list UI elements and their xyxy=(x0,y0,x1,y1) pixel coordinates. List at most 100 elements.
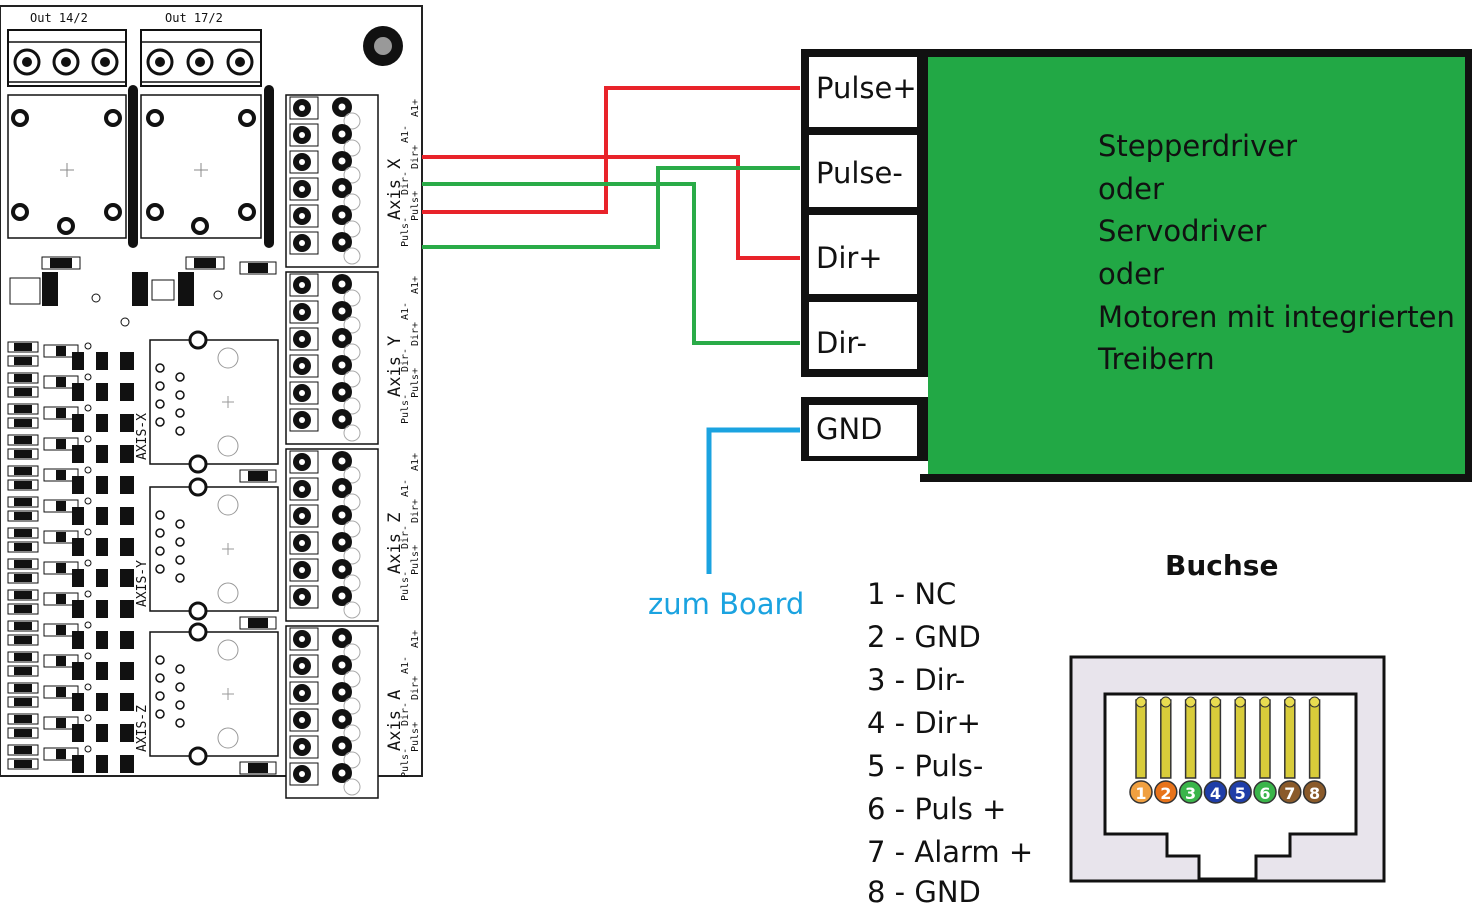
driver-description-line: Stepperdriver xyxy=(1098,129,1297,163)
socket-pin-number: 1 xyxy=(1135,784,1146,803)
terminal-dir-plus xyxy=(809,215,917,294)
terminal-label: Pulse+ xyxy=(816,71,917,105)
socket-pin-number: 4 xyxy=(1210,784,1221,803)
terminal-label: Dir- xyxy=(816,326,867,360)
driver-description-line: Treibern xyxy=(1097,342,1215,376)
pin-label: Dir- xyxy=(400,348,411,372)
wire-dir-plus xyxy=(422,155,800,260)
socket-pin: 8 xyxy=(1302,696,1327,804)
pin-label: A1+ xyxy=(410,630,421,648)
board-sockets: AXIS-X AXIS-Y AXIS-Z xyxy=(135,330,279,775)
socket-pin-number: 2 xyxy=(1160,784,1171,803)
relay-2 xyxy=(140,94,262,239)
pin-label: Dir- xyxy=(400,702,411,726)
socket-pin-number: 7 xyxy=(1284,784,1295,803)
pin-label: Puls- xyxy=(400,748,411,778)
socket-pin: 2 xyxy=(1154,696,1178,804)
socket-pin-number: 3 xyxy=(1185,784,1196,803)
terminal-gap xyxy=(801,461,928,482)
axis-label: Axis X xyxy=(385,158,405,220)
driver-description-line: oder xyxy=(1098,172,1164,206)
socket-pin-number: 8 xyxy=(1309,784,1320,803)
pin-label: A1+ xyxy=(410,453,421,471)
relay-separator xyxy=(128,85,138,248)
relay-1 xyxy=(7,94,127,239)
connector-label: Out 14/2 xyxy=(30,11,88,25)
pin-label: A1- xyxy=(400,125,411,143)
pin-label: Dir- xyxy=(400,525,411,549)
pin-label: Puls+ xyxy=(410,545,421,575)
stepper-driver: Pulse+ Pulse- Dir+ Dir- GND Stepperdrive… xyxy=(801,49,1472,482)
axis-label: Axis A xyxy=(385,690,405,751)
socket-label: AXIS-Y xyxy=(135,560,150,607)
pin-label: Puls- xyxy=(400,394,411,424)
pin-label: A1- xyxy=(400,302,411,320)
pin-label: Dir+ xyxy=(410,322,421,346)
wire-pulse-minus xyxy=(422,166,800,249)
pin-label: A1+ xyxy=(410,276,421,294)
pin-label: Dir+ xyxy=(410,499,421,523)
connector-out-14-2: Out 14/2 xyxy=(7,11,127,87)
pinout-item: 3 - Dir- xyxy=(867,663,965,697)
socket-pin: 4 xyxy=(1203,696,1228,804)
terminal-gap xyxy=(801,377,928,397)
pinout-item: 4 - Dir+ xyxy=(867,706,981,740)
wire-dir-minus xyxy=(422,182,800,345)
axis-label: Axis Z xyxy=(385,513,405,574)
socket-pin: 6 xyxy=(1253,696,1277,804)
axis-terminal-blocks: Axis XA1+A1-Dir+Dir-Puls+Puls-Axis YA1+A… xyxy=(285,94,421,799)
pin-label: Puls+ xyxy=(410,722,421,752)
terminal-pulse-plus xyxy=(809,57,917,127)
pin-label: A1- xyxy=(400,656,411,674)
socket-pin: 1 xyxy=(1129,696,1153,804)
pin-label: Puls+ xyxy=(410,368,421,398)
pin-label: Puls- xyxy=(400,571,411,601)
terminal-block: Axis Y A1+ A1- Dir+ Dir-Puls+Puls- xyxy=(285,271,421,445)
pinout-item: 7 - Alarm + xyxy=(867,835,1033,869)
socket-pin: 5 xyxy=(1228,696,1252,804)
terminal-dir-minus xyxy=(809,302,917,369)
pin-label: Dir+ xyxy=(410,676,421,700)
axis-label: Axis Y xyxy=(385,336,405,397)
driver-body xyxy=(928,57,1465,474)
socket-pin: 7 xyxy=(1278,696,1302,804)
connector-out-17-2: Out 17/2 xyxy=(140,11,262,87)
pin-label: Dir- xyxy=(400,171,411,195)
terminal-gnd xyxy=(809,405,917,456)
smd-components xyxy=(9,256,277,327)
driver-description-line: Motoren mit integrierten xyxy=(1098,300,1455,334)
terminal-pulse-minus xyxy=(809,135,917,207)
pinout-item: 8 - GND xyxy=(867,875,981,905)
socket-label: AXIS-Z xyxy=(135,705,150,752)
socket-pin: 3 xyxy=(1178,696,1203,804)
driver-description-line: Servodriver xyxy=(1098,214,1266,248)
component-column xyxy=(7,341,134,773)
gnd-wire-label: zum Board xyxy=(648,587,804,621)
terminal-label: Dir+ xyxy=(816,241,883,275)
pin-label: Puls+ xyxy=(410,191,421,221)
terminal-block: Axis A A1+ A1- Dir+ Dir-Puls+Puls- xyxy=(285,625,421,799)
pin-label: Puls- xyxy=(400,217,411,247)
socket-title: Buchse xyxy=(1165,549,1278,582)
socket-label: AXIS-X xyxy=(135,413,150,460)
socket-pin-number: 5 xyxy=(1235,784,1246,803)
pin-label: Dir+ xyxy=(410,145,421,169)
pinout-item: 5 - Puls- xyxy=(867,749,983,783)
wire-pulse-plus xyxy=(422,86,800,214)
driver-description-line: oder xyxy=(1098,257,1164,291)
wire-gnd xyxy=(706,427,800,574)
relay-separator xyxy=(264,85,274,248)
connector-label: Out 17/2 xyxy=(165,11,223,25)
pinout-item: 6 - Puls + xyxy=(867,792,1006,826)
terminal-block: Axis Z A1+ A1- Dir+ Dir-Puls+Puls- xyxy=(285,448,421,622)
terminal-block: Axis X A1+ A1- Dir+ Dir-Puls+Puls- xyxy=(285,94,421,268)
pin-label: A1+ xyxy=(410,99,421,117)
socket-pin-number: 6 xyxy=(1259,784,1270,803)
pin-label: A1- xyxy=(400,479,411,497)
controller-board: Out 14/2 Out 17/2 xyxy=(0,5,423,799)
terminal-label: Pulse- xyxy=(816,156,903,190)
terminal-label: GND xyxy=(816,412,883,446)
